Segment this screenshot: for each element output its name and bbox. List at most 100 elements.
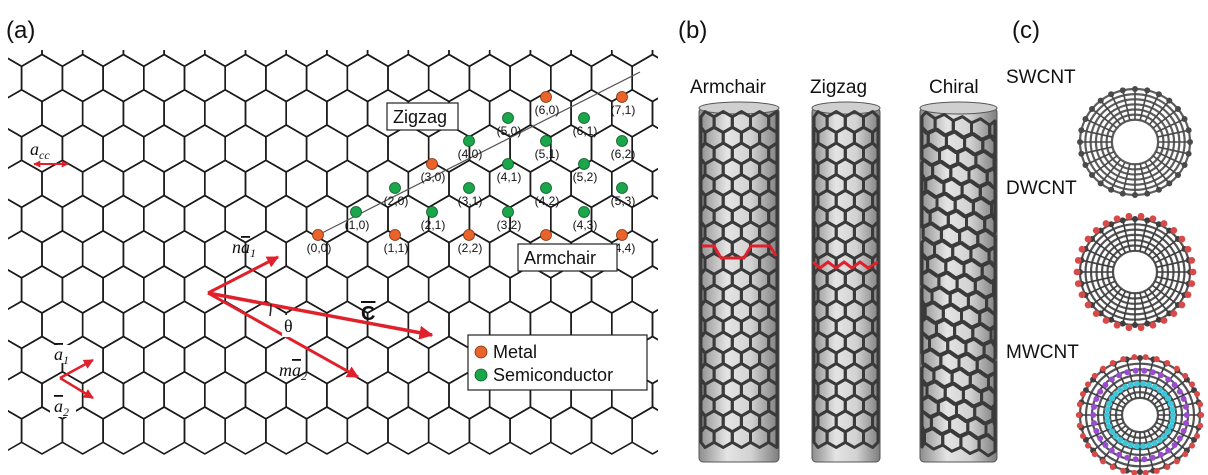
lattice-hexagon	[387, 265, 430, 314]
lattice-hexagon	[366, 370, 410, 420]
cnt-spoke	[1110, 161, 1126, 191]
dwcnt-outer-atom	[1178, 235, 1186, 243]
a2-label-bg	[50, 397, 76, 417]
cnt-spoke	[1148, 230, 1170, 256]
mwcnt-layer-atom	[1075, 412, 1082, 418]
cnt-spoke	[1085, 421, 1125, 441]
mwcnt-layer-atom	[1149, 369, 1156, 376]
lattice-hexagon	[326, 50, 369, 68]
mwcnt-layer-atom	[1189, 381, 1196, 388]
dwcnt-outer-atom	[1078, 291, 1086, 299]
mwcnt-layer-atom	[1146, 381, 1153, 388]
dwcnt-outer-atom	[1074, 256, 1082, 264]
lattice-point-metal	[540, 91, 552, 103]
cnt-spoke	[1147, 430, 1167, 467]
cnt-spoke	[1150, 369, 1179, 403]
cnt-spoke	[1154, 280, 1185, 296]
armchair-label: Armchair	[524, 248, 596, 268]
mwcnt-layer-atom	[1198, 412, 1205, 418]
cnt-spoke	[1113, 363, 1133, 400]
lattice-hexagon	[163, 159, 206, 209]
mwcnt-layer-atom	[1120, 467, 1127, 474]
lattice-point-semiconductor	[616, 135, 628, 147]
mwcnt-layer-atom	[1161, 390, 1168, 397]
mwcnt-layer-atom	[1109, 464, 1116, 471]
mwcnt-layer-atom	[1104, 417, 1111, 424]
cnt-spoke	[1081, 275, 1114, 285]
lattice-point-semiconductor	[463, 135, 475, 147]
lattice-point-metal	[312, 229, 324, 241]
dwcnt-outer-atom	[1137, 212, 1145, 220]
a1-label: a1	[54, 344, 69, 367]
lattice-hexagon	[326, 229, 369, 279]
tube-hexagon	[977, 433, 997, 458]
dwcnt-outer-atom	[1184, 245, 1192, 253]
mwcnt-layer-atom	[1180, 395, 1187, 402]
dwcnt-outer-atom	[1078, 245, 1086, 253]
nanotube-zigzag	[811, 101, 881, 463]
lattice-hexagon	[651, 97, 658, 130]
mwcnt-layer-atom	[1142, 354, 1149, 361]
lattice-hexagon	[509, 265, 552, 314]
cnt-atom	[1187, 139, 1193, 145]
cnt-atom	[1155, 221, 1162, 228]
cnt-atom	[1144, 87, 1151, 94]
mwcnt-layer-atom	[1093, 428, 1100, 435]
cnt-spoke	[1152, 155, 1179, 176]
cnt-spoke	[1113, 430, 1133, 467]
tube-hexagon	[767, 425, 779, 449]
lattice-hexagon	[41, 88, 84, 138]
mwcnt-layer-atom	[1132, 367, 1139, 374]
chiral-vector-label: C	[361, 303, 375, 325]
cnt-atom	[1082, 161, 1089, 168]
mwcnt-layer-atom	[1183, 403, 1190, 410]
lattice-hexagon	[427, 335, 471, 385]
dwcnt-end-view	[1077, 216, 1193, 328]
lattice-hexagon	[143, 194, 186, 244]
lattice-point-label: (4,1)	[497, 170, 522, 184]
mwcnt-layer-atom	[1180, 428, 1187, 435]
lattice-hexagon	[387, 53, 430, 103]
cnt-atom	[1108, 221, 1115, 228]
lattice-hexagon	[346, 406, 389, 455]
mwcnt-layer-atom	[1146, 442, 1153, 449]
lattice-point-label: (0,0)	[307, 241, 332, 255]
lattice-hexagon	[163, 88, 206, 138]
mwcnt-layer-atom	[1109, 359, 1116, 366]
lattice-hexagon	[244, 88, 288, 138]
lattice-hexagon	[651, 238, 658, 271]
mwcnt-layer-atom	[1170, 412, 1176, 418]
cnt-spoke	[1148, 100, 1170, 126]
mwcnt-layer-atom	[1079, 433, 1086, 440]
lattice-hexagon	[651, 167, 658, 200]
lattice-hexagon	[570, 50, 613, 68]
na1-label: na1	[232, 237, 256, 260]
lattice-point-semiconductor	[502, 158, 514, 170]
dwcnt-outer-atom	[1137, 324, 1145, 332]
lattice-hexagon	[631, 53, 658, 103]
lattice-hexagon	[468, 53, 511, 103]
lattice-hexagon	[244, 50, 288, 68]
lattice-hexagon	[407, 50, 450, 68]
lattice-point-label: (6,0)	[535, 103, 560, 117]
mwcnt-layer-atom	[1183, 412, 1190, 418]
cnt-atom	[1155, 186, 1162, 193]
cnt-atom	[1144, 190, 1151, 197]
zigzag-direction-line	[317, 71, 641, 236]
cnt-atom	[1175, 105, 1182, 112]
mwcnt-layer-atom	[1151, 440, 1158, 447]
lattice-hexagon	[285, 159, 328, 209]
mwcnt-layer-atom	[1182, 451, 1189, 458]
cnt-spoke	[1081, 129, 1113, 138]
mwcnt-layer-atom	[1183, 420, 1190, 427]
lattice-hexagon	[285, 88, 328, 138]
lattice-hexagon	[204, 300, 247, 350]
lattice-hexagon	[61, 53, 104, 103]
mwcnt-layer-atom	[1176, 388, 1183, 395]
mwcnt-layer-atom	[1153, 467, 1160, 474]
lattice-point-semiconductor	[540, 182, 552, 194]
theta-label: θ	[284, 316, 293, 336]
mwcnt-layer-atom	[1108, 447, 1115, 454]
mwcnt-layer-atom	[1173, 365, 1180, 372]
mwcnt-layer-atom	[1167, 400, 1174, 407]
